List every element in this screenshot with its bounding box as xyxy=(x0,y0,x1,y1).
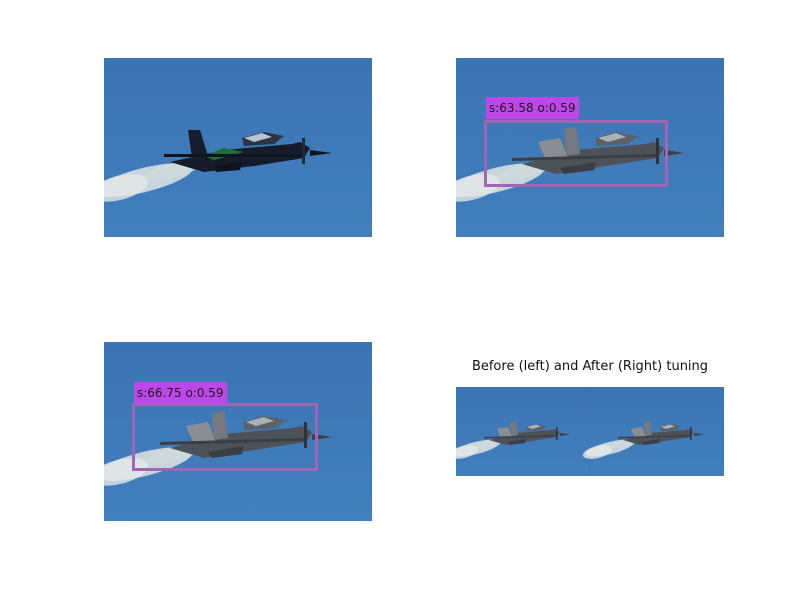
top-left-airplane-image xyxy=(104,58,372,237)
airplane-photo-gray xyxy=(104,342,372,521)
bottom-left-detection-image: s:66.75 o:0.59 xyxy=(104,342,372,521)
sky-background xyxy=(456,58,724,237)
detection-bounding-box xyxy=(132,403,318,471)
comparison-caption: Before (left) and After (Right) tuning xyxy=(471,359,709,374)
detection-score-label: s:66.75 o:0.59 xyxy=(134,382,227,404)
sky-background xyxy=(104,342,372,521)
top-right-detection-image: s:63.58 o:0.59 xyxy=(456,58,724,237)
airplane-photo-gray xyxy=(456,58,724,237)
sky-background xyxy=(104,58,372,237)
detection-score-label: s:63.58 o:0.59 xyxy=(486,97,579,119)
airplane-photo xyxy=(104,58,372,237)
detection-bounding-box xyxy=(484,120,668,187)
before-after-comparison-image xyxy=(456,387,724,476)
before-after-photo xyxy=(456,387,724,476)
